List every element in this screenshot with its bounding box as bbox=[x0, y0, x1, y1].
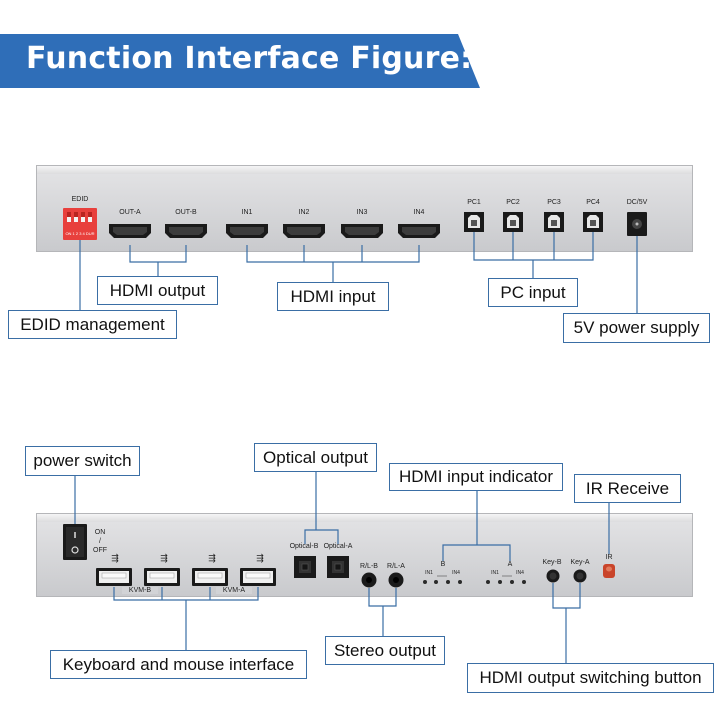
indicator-a-in1-label: IN1 bbox=[491, 570, 499, 576]
hdmi-out-b-port[interactable] bbox=[164, 223, 208, 239]
optical-a-label: Optical-A bbox=[323, 543, 353, 550]
callout-hdmi-input: HDMI input bbox=[277, 282, 389, 311]
optical-b-port[interactable] bbox=[294, 556, 316, 578]
input-indicator-leds bbox=[423, 575, 526, 584]
callout-optical-output: Optical output bbox=[254, 443, 377, 472]
ir-label: IR bbox=[605, 554, 613, 561]
callout-5v-power-supply: 5V power supply bbox=[563, 313, 710, 343]
callout-stereo-output: Stereo output bbox=[325, 636, 445, 665]
indicator-b-in4-label: IN4 bbox=[452, 570, 460, 576]
pc3-label: PC3 bbox=[547, 199, 561, 206]
kvm-a-usb-port-2[interactable] bbox=[240, 568, 276, 586]
callout-power-switch: power switch bbox=[25, 446, 140, 476]
kvm-b-usb-port-1[interactable] bbox=[96, 568, 132, 586]
indicator-b-in1-label: IN1 bbox=[425, 570, 433, 576]
switch-off-label: OFF bbox=[93, 547, 107, 554]
callout-ir-receive: IR Receive bbox=[574, 474, 681, 503]
kvm-b-label: KVM-B bbox=[122, 587, 158, 594]
out-b-label: OUT-B bbox=[175, 209, 197, 216]
pc2-label: PC2 bbox=[506, 199, 520, 206]
power-rocker-switch[interactable] bbox=[63, 524, 87, 560]
indicator-a-label: A bbox=[507, 561, 513, 568]
in3-label: IN3 bbox=[356, 209, 368, 216]
callout-pc-input: PC input bbox=[488, 278, 578, 307]
edid-dip-switch[interactable] bbox=[63, 208, 97, 240]
out-a-label: OUT-A bbox=[119, 209, 141, 216]
callout-hdmi-output-switching-button: HDMI output switching button bbox=[467, 663, 714, 693]
usb-icon: ⇶ bbox=[256, 553, 264, 563]
rl-a-audio-jack[interactable] bbox=[388, 572, 404, 588]
callout-edid-management: EDID management bbox=[8, 310, 177, 339]
kvm-a-label: KVM-A bbox=[216, 587, 252, 594]
pc3-usb-b-port[interactable] bbox=[544, 212, 564, 232]
usb-icon: ⇶ bbox=[160, 553, 168, 563]
usb-icon: ⇶ bbox=[111, 553, 119, 563]
indicator-b-label: B bbox=[440, 561, 446, 568]
callout-hdmi-input-indicator: HDMI input indicator bbox=[389, 463, 563, 491]
hdmi-in4-port[interactable] bbox=[397, 223, 441, 239]
indicator-a-in4-label: IN4 bbox=[516, 570, 524, 576]
ir-receiver bbox=[603, 564, 615, 578]
key-b-label: Key-B bbox=[542, 559, 562, 566]
hdmi-in2-port[interactable] bbox=[282, 223, 326, 239]
rl-b-label: R/L-B bbox=[360, 563, 378, 570]
switch-on-label: ON bbox=[94, 529, 106, 536]
dc-label: DC/5V bbox=[626, 199, 648, 206]
hdmi-out-a-port[interactable] bbox=[108, 223, 152, 239]
edid-label: EDID bbox=[71, 196, 89, 203]
switch-sep-label: / bbox=[99, 538, 101, 545]
optical-a-port[interactable] bbox=[327, 556, 349, 578]
callout-hdmi-output: HDMI output bbox=[97, 276, 218, 305]
usb-icon: ⇶ bbox=[208, 553, 216, 563]
dip-labels: ON 1 2 3 4 DUR bbox=[65, 231, 95, 236]
pc1-usb-b-port[interactable] bbox=[464, 212, 484, 232]
in2-label: IN2 bbox=[298, 209, 310, 216]
hdmi-in1-port[interactable] bbox=[225, 223, 269, 239]
pc1-label: PC1 bbox=[467, 199, 481, 206]
optical-b-label: Optical-B bbox=[289, 543, 319, 550]
pc2-usb-b-port[interactable] bbox=[503, 212, 523, 232]
rl-b-audio-jack[interactable] bbox=[361, 572, 377, 588]
pc4-usb-b-port[interactable] bbox=[583, 212, 603, 232]
pc4-label: PC4 bbox=[586, 199, 600, 206]
key-a-label: Key-A bbox=[570, 559, 590, 566]
key-b-button[interactable] bbox=[546, 569, 560, 583]
kvm-b-usb-port-2[interactable] bbox=[144, 568, 180, 586]
in1-label: IN1 bbox=[241, 209, 253, 216]
page-title: Function Interface Figure: bbox=[26, 41, 473, 76]
dc-power-jack[interactable] bbox=[627, 212, 647, 236]
callout-keyboard-mouse-interface: Keyboard and mouse interface bbox=[50, 650, 307, 679]
rl-a-label: R/L-A bbox=[387, 563, 405, 570]
kvm-a-usb-port-1[interactable] bbox=[192, 568, 228, 586]
in4-label: IN4 bbox=[413, 209, 425, 216]
key-a-button[interactable] bbox=[573, 569, 587, 583]
hdmi-in3-port[interactable] bbox=[340, 223, 384, 239]
title-banner bbox=[0, 34, 480, 88]
